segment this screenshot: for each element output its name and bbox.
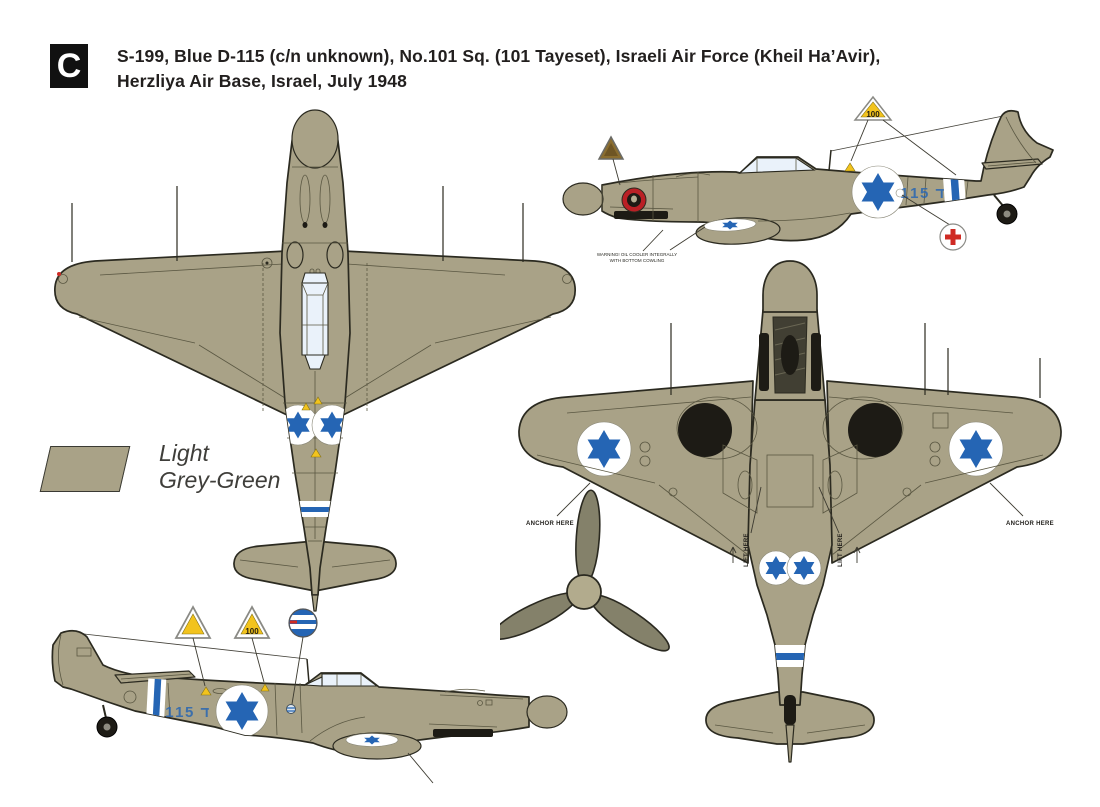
- drop-tank: [332, 732, 434, 784]
- star-of-david-roundel: [948, 421, 1004, 477]
- right-profile-fuselage: [601, 109, 1054, 242]
- fuselage-frame-lines: [652, 172, 969, 222]
- propeller-detail: [500, 489, 670, 652]
- star-of-david-roundel: [215, 684, 269, 738]
- fuel-octane-label: 100: [245, 627, 259, 636]
- tail-band: [145, 678, 167, 728]
- antenna-wire: [830, 114, 1009, 152]
- fuel-triangle-marking: [313, 396, 323, 405]
- tail-wheel: [993, 194, 1018, 225]
- title-line-1: S-199, Blue D-115 (c/n unknown), No.101 …: [117, 46, 881, 66]
- top-view-left-wing: [54, 250, 288, 416]
- svg-text:ANCHOR HERE: ANCHOR HERE: [1006, 521, 1054, 527]
- fuel-triangle-100-detail: 100: [233, 605, 271, 683]
- rudder-bottom: [785, 724, 795, 763]
- right-profile-view: 115 ד 100 WARNING! OIL COOLER INTEGRALLY: [562, 95, 1054, 263]
- wing-masts: [71, 186, 524, 262]
- exhaust-stack: [759, 333, 769, 391]
- color-name-line-1: Light: [159, 440, 209, 466]
- spinner-bottom: [762, 260, 818, 313]
- svg-text:ANCHOR HERE: ANCHOR HERE: [526, 521, 574, 527]
- spinner-top: [291, 109, 339, 169]
- fuel-triangle-marking: [260, 683, 270, 692]
- canopy-profile: [738, 149, 832, 174]
- squadron-emblem: [621, 187, 647, 213]
- wing-panel-lines: [536, 396, 1044, 556]
- rudder-hinge-line: [1005, 116, 1037, 164]
- warning-triangle-detail: [174, 605, 212, 687]
- color-name-line-2: Grey-Green: [159, 467, 281, 493]
- top-view-right-wing: [342, 250, 576, 416]
- striped-circle-detail: [288, 608, 318, 705]
- canopy-top: [301, 272, 329, 370]
- lift-here-label-left: LIFT HERE: [729, 486, 762, 567]
- fuel-triangle-marking: [844, 162, 856, 172]
- wheel-well-left: [678, 403, 732, 457]
- fuel-triangle-marking: [301, 402, 311, 411]
- anchor-here-label-left: ANCHOR HERE: [526, 482, 591, 527]
- tactical-code: 115 ד: [900, 185, 945, 202]
- fuel-triangle-marking: [310, 448, 322, 458]
- title-line-2: Herzliya Air Base, Israel, July 1948: [117, 71, 407, 91]
- striped-circle-marking: [286, 704, 296, 714]
- variant-letter: C: [56, 46, 82, 85]
- exhaust-stack: [433, 729, 493, 737]
- anchor-here-label-right: ANCHOR HERE: [989, 482, 1054, 527]
- wheel-well-right: [848, 403, 902, 457]
- wing-panel-lines: [57, 263, 572, 411]
- rear-fuselage-markings: [758, 550, 822, 667]
- antenna-wire: [74, 632, 308, 660]
- rudder-hinge-line: [58, 634, 64, 686]
- left-profile-view: 115 ד 100: [51, 605, 568, 784]
- cannon-bulge-right: [326, 241, 344, 269]
- spinner-profile: [562, 182, 604, 216]
- tail-wheel-bottom: [784, 695, 796, 725]
- fuselage-frame-lines: [167, 682, 303, 736]
- exhaust-stack: [811, 333, 821, 391]
- exhaust-stack: [614, 211, 668, 219]
- svg-text:LIFT HERE: LIFT HERE: [838, 533, 844, 567]
- rudder-tip: [311, 594, 319, 612]
- scheme-title: S-199, Blue D-115 (c/n unknown), No.101 …: [117, 44, 1077, 94]
- propeller-hub: [566, 574, 602, 610]
- tail-band: [942, 164, 967, 218]
- cannon-bulge-left: [286, 241, 304, 269]
- fuel-octane-label: 100: [866, 110, 880, 119]
- antenna-mast: [306, 658, 310, 684]
- stencil-line-2: WITH BOTTOM COWLING: [610, 258, 665, 263]
- fuel-triangle-100: 100: [850, 95, 957, 176]
- canopy-profile: [304, 658, 379, 687]
- tail-wheel: [96, 704, 118, 738]
- lift-here-label-right: LIFT HERE: [818, 486, 861, 567]
- variant-letter-box: C: [50, 44, 88, 88]
- tactical-code: 115 ד: [165, 704, 210, 721]
- oil-cooler-stencil-note: WARNING! OIL COOLER INTEGRALLY WITH BOTT…: [597, 226, 706, 263]
- warning-triangle-brown: [597, 135, 625, 186]
- propeller-blades: [500, 489, 670, 652]
- color-legend: Light Grey-Green: [39, 440, 280, 494]
- color-name-label: Light Grey-Green: [159, 440, 280, 494]
- star-of-david-roundel: [576, 421, 632, 477]
- top-view-drawing: [54, 109, 576, 612]
- antenna-mast: [828, 149, 832, 172]
- fuel-triangle-marking: [200, 686, 212, 696]
- bottom-view-drawing: ANCHOR HERE ANCHOR HERE LIFT HERE LIFT H…: [518, 260, 1062, 763]
- spinner-profile: [526, 695, 568, 729]
- tailplane-profile: [114, 670, 196, 684]
- stencil-line-1: WARNING! OIL COOLER INTEGRALLY: [597, 252, 677, 257]
- wing-masts: [670, 323, 1041, 398]
- first-aid-cross-marking: [901, 194, 967, 251]
- svg-text:LIFT HERE: LIFT HERE: [744, 533, 750, 567]
